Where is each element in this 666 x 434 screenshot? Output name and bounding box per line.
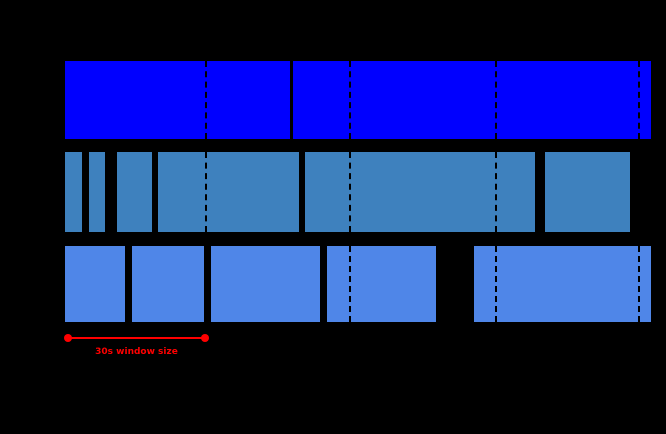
segment-bar[interactable]: [211, 246, 320, 322]
timeline-track-1: [0, 61, 666, 139]
boundary-dashed-line: [495, 61, 497, 139]
boundary-dashed-line: [638, 246, 640, 322]
boundary-dashed-line: [495, 246, 497, 322]
boundary-dashed-line: [349, 152, 351, 232]
boundary-dashed-line: [205, 152, 207, 232]
timeline-track-3: [0, 246, 666, 322]
segment-bar[interactable]: [293, 61, 651, 139]
segment-bar[interactable]: [305, 152, 535, 232]
timeline-track-2: [0, 152, 666, 232]
boundary-dashed-line: [205, 61, 207, 139]
window-size-line: [68, 337, 205, 339]
segment-bar[interactable]: [158, 152, 299, 232]
boundary-dashed-line: [638, 61, 640, 139]
segment-bar[interactable]: [132, 246, 204, 322]
boundary-dashed-line: [349, 61, 351, 139]
boundary-dashed-line: [495, 152, 497, 232]
segment-bar[interactable]: [65, 152, 82, 232]
segment-bar[interactable]: [89, 152, 105, 232]
boundary-dashed-line: [349, 246, 351, 322]
segment-bar[interactable]: [65, 246, 125, 322]
segment-bar[interactable]: [117, 152, 152, 232]
segment-bar[interactable]: [545, 152, 630, 232]
window-start-marker-dot: [64, 334, 72, 342]
window-size-label: 30s window size: [95, 347, 178, 357]
segment-bar[interactable]: [327, 246, 436, 322]
window-end-marker-dot: [201, 334, 209, 342]
segment-bar[interactable]: [474, 246, 651, 322]
segment-bar[interactable]: [65, 61, 290, 139]
